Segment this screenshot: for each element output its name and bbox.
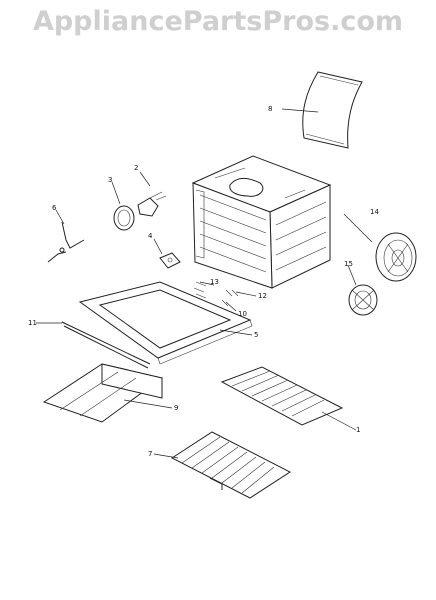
part-14-fan xyxy=(375,232,417,282)
part-6-sensor xyxy=(47,221,85,263)
part-4-bracket xyxy=(159,252,181,269)
callout-8: 8 xyxy=(268,105,272,113)
callout-1: 1 xyxy=(356,426,360,434)
part-7-rack xyxy=(171,431,291,499)
callout-7: 7 xyxy=(148,450,152,458)
callout-12: 12 xyxy=(258,292,267,300)
oven-cavity xyxy=(191,155,332,289)
part-5-bottom-pan xyxy=(78,281,253,365)
site-watermark: AppliancePartsPros.com xyxy=(32,6,404,37)
callout-14: 14 xyxy=(370,208,379,216)
callout-13: 13 xyxy=(210,278,219,286)
callout-3: 3 xyxy=(108,176,112,184)
part-11-rod xyxy=(61,321,151,369)
part-8-panel xyxy=(302,71,363,149)
part-screws xyxy=(193,281,239,307)
leader-lines xyxy=(36,108,373,459)
callout-5: 5 xyxy=(254,331,258,339)
part-1-rack xyxy=(220,366,344,426)
callout-4: 4 xyxy=(148,232,153,240)
callout-6: 6 xyxy=(52,204,57,212)
part-3-lens xyxy=(113,205,135,231)
callout-10: 10 xyxy=(238,310,247,318)
callout-11: 11 xyxy=(28,319,37,327)
part-9-panel xyxy=(42,363,164,423)
part-2-socket xyxy=(137,191,167,217)
callout-2: 2 xyxy=(134,164,138,172)
callout-15: 15 xyxy=(344,260,353,268)
callout-9: 9 xyxy=(174,404,178,412)
part-15-disc xyxy=(348,284,378,316)
